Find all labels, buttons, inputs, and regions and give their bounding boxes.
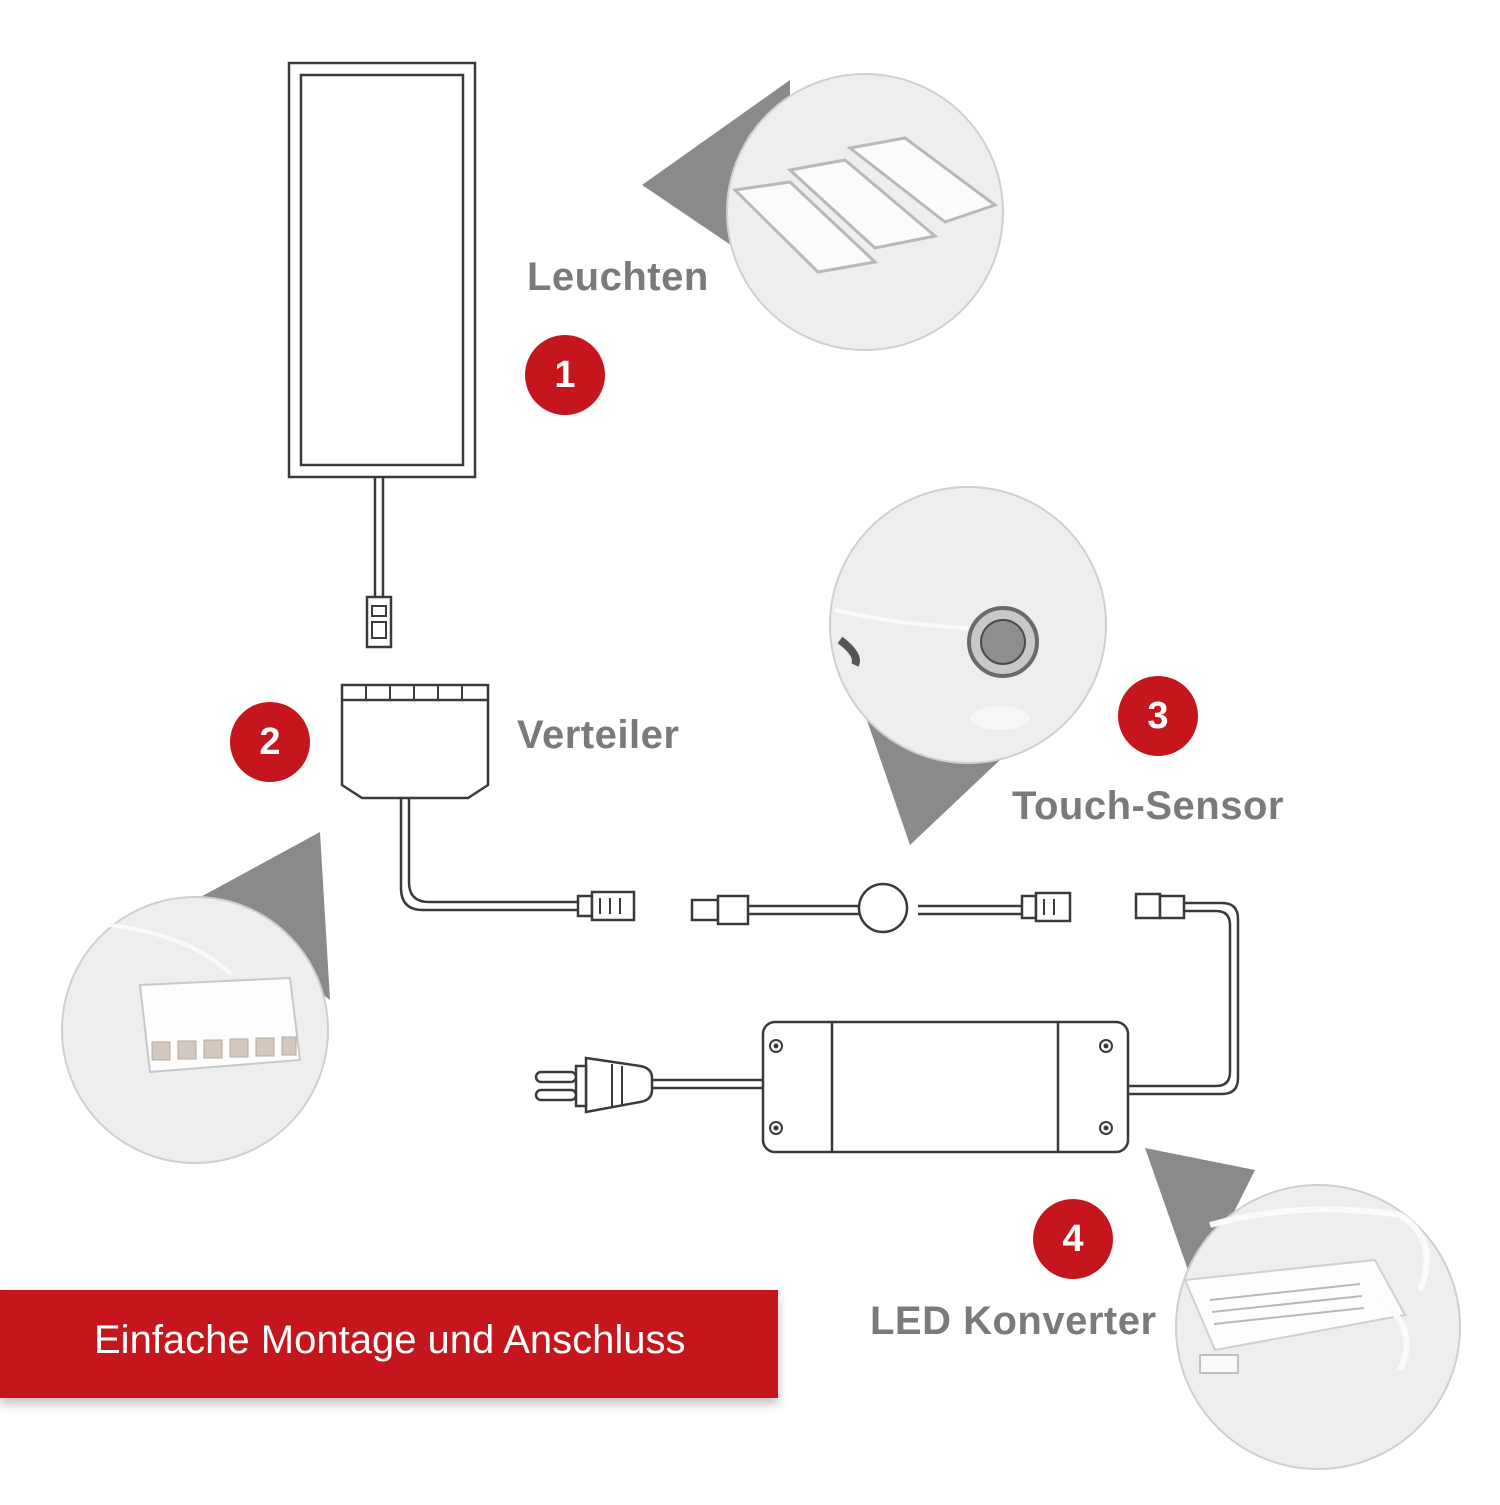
zoom-callout-sensor: [829, 486, 1107, 845]
label-led-konverter: LED Konverter: [870, 1299, 1157, 1343]
label-verteiler: Verteiler: [517, 713, 680, 757]
power-plug-icon: [534, 1056, 654, 1114]
badge-1: 1: [525, 335, 605, 415]
badge-3: 3: [1118, 676, 1198, 756]
led-panel-icon: [287, 61, 477, 649]
label-touch-sensor: Touch-Sensor: [1012, 784, 1284, 828]
badge-2: 2: [230, 702, 310, 782]
label-leuchten: Leuchten: [527, 255, 709, 299]
touch-sensor-icon: [690, 882, 1072, 934]
banner: [0, 1290, 778, 1398]
badge-4: 4: [1033, 1199, 1113, 1279]
banner-text: Einfache Montage und Anschluss: [94, 1318, 686, 1362]
led-converter-icon: [652, 892, 1240, 1154]
distributor-icon: [340, 683, 578, 912]
zoom-callout-converter: [1145, 1148, 1461, 1470]
cable-connector-icon: [576, 890, 636, 922]
zoom-callout-distributor: [61, 832, 330, 1164]
zoom-callout-panels: [642, 73, 1004, 351]
